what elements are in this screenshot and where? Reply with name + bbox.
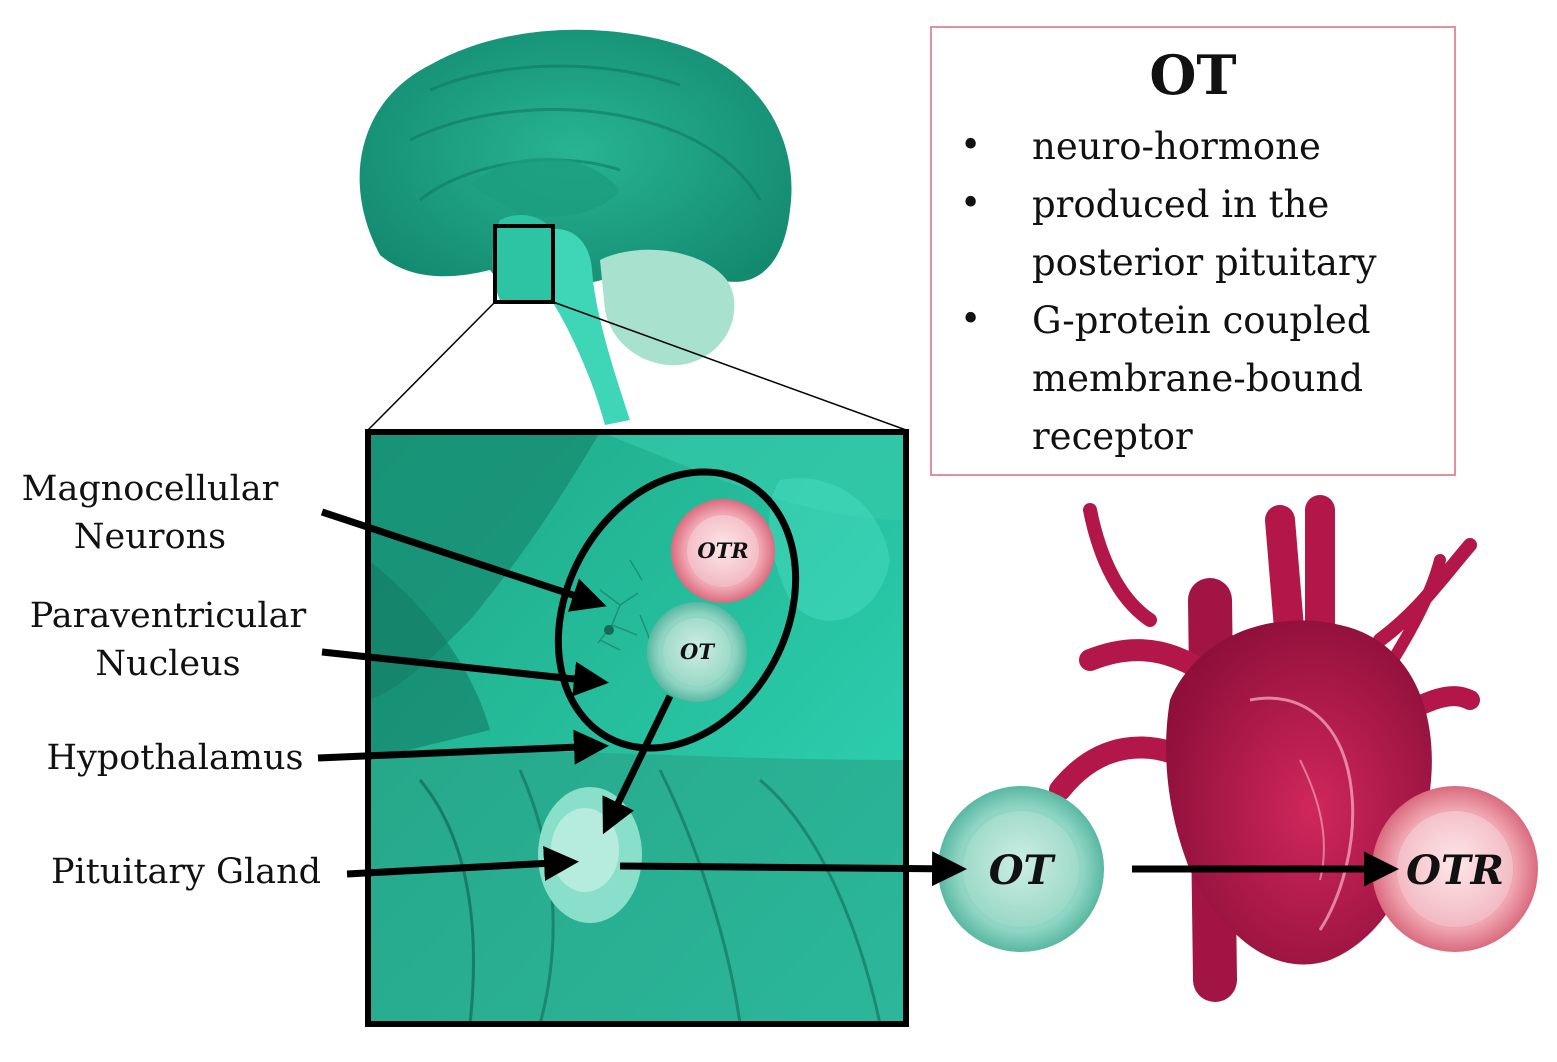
- arrow-paraventricular: [321, 648, 609, 697]
- big-otr-label: OTR: [1406, 847, 1504, 894]
- info-line-6: receptor: [1032, 415, 1193, 458]
- ot-info-box: OT • neuro-hormone • produced in the pos…: [930, 26, 1456, 476]
- label-hypothalamus: Hypothalamus: [46, 738, 304, 778]
- hypothalamus-inset-art: [368, 432, 906, 1024]
- big-ot-circle: OT: [938, 786, 1104, 952]
- small-otr-label: OTR: [697, 538, 748, 563]
- bullet-2: •: [960, 183, 982, 224]
- bullet-3: •: [960, 299, 982, 340]
- big-otr-circle: OTR: [1372, 786, 1538, 952]
- brain-illustration: [359, 29, 792, 425]
- label-pituitary-gland: Pituitary Gland: [50, 852, 322, 892]
- arrow-hypothalamus: [317, 729, 609, 765]
- label-paraventricular-nucleus: Paraventricular Nucleus: [18, 592, 318, 688]
- info-line-1: neuro-hormone: [1032, 125, 1321, 168]
- arrow-pituitary-to-ot: [619, 851, 967, 887]
- arrow-ot-to-pituitary: [602, 694, 674, 835]
- zoom-line-left: [367, 301, 496, 431]
- inset-frame: [365, 429, 909, 1027]
- info-line-2: produced in the: [1032, 183, 1330, 226]
- label-paraventricular-line2: Nucleus: [95, 644, 241, 684]
- label-paraventricular-line1: Paraventricular: [29, 596, 307, 636]
- info-box-title: OT: [1149, 43, 1237, 107]
- label-magnocellular-neurons: Magnocellular Neurons: [8, 465, 292, 561]
- arrow-magnocellular: [320, 508, 607, 612]
- info-line-3: posterior pituitary: [1032, 241, 1377, 284]
- zoom-line-right: [552, 301, 907, 431]
- info-line-4: G-protein coupled: [1032, 299, 1371, 342]
- small-ot-label: OT: [680, 639, 715, 664]
- arrow-pituitary: [346, 846, 579, 881]
- bullet-1: •: [960, 125, 982, 166]
- small-ot-circle: OT: [647, 602, 747, 702]
- label-magnocellular-line1: Magnocellular: [21, 469, 279, 509]
- label-magnocellular-line2: Neurons: [73, 517, 227, 557]
- small-otr-circle: OTR: [671, 499, 775, 603]
- big-ot-label: OT: [989, 847, 1057, 894]
- info-line-5: membrane-bound: [1032, 357, 1364, 400]
